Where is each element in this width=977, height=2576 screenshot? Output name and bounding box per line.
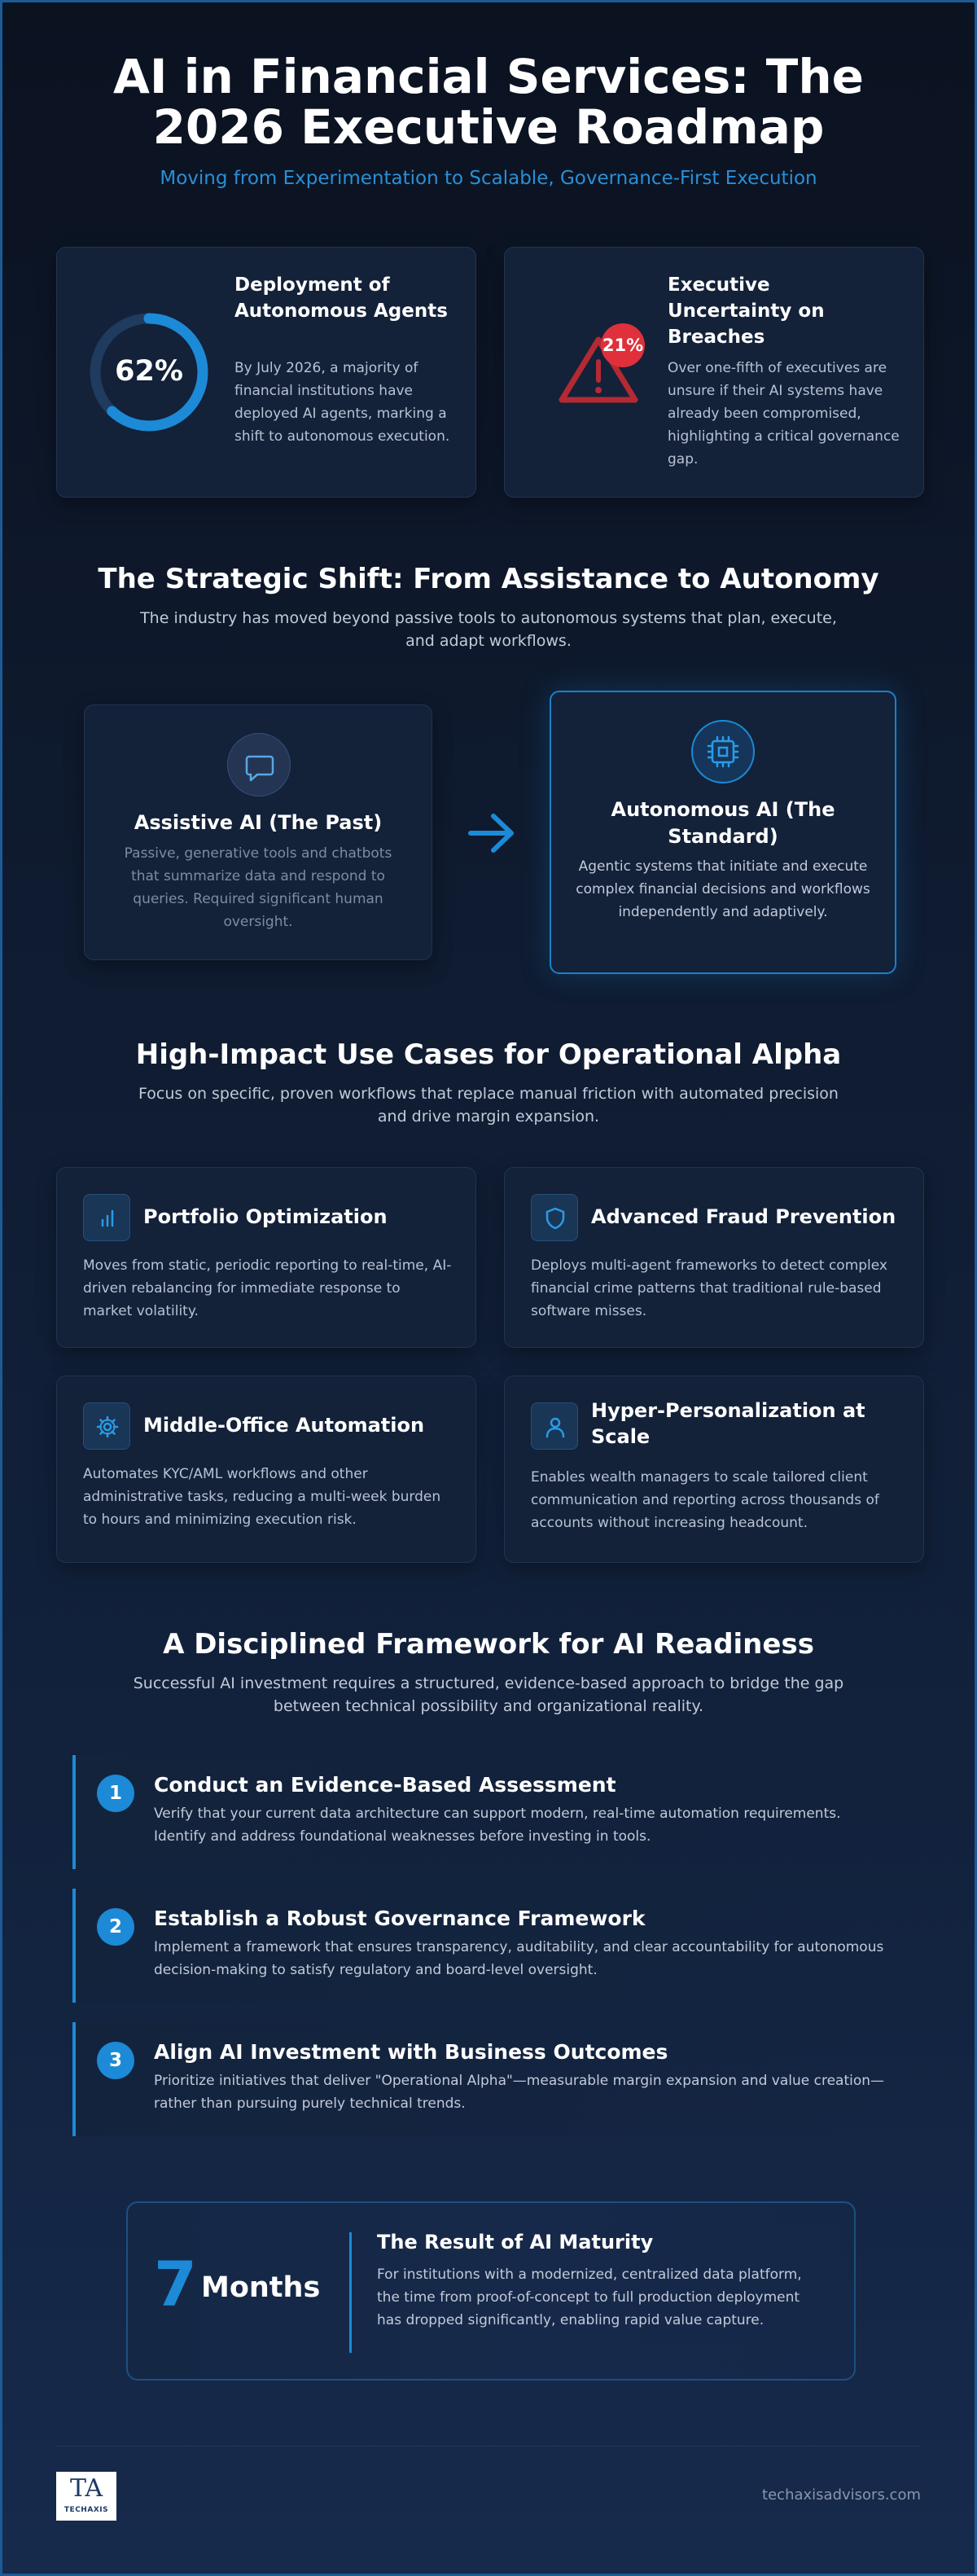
stat-card-deployment: 62% Deployment of Autonomous Agents By J… bbox=[56, 247, 476, 498]
deployment-body: By July 2026, a majority of financial in… bbox=[234, 360, 450, 445]
use-case-title: Hyper-Personalization at Scale bbox=[591, 1399, 865, 1448]
arrow-right-icon bbox=[468, 814, 514, 853]
uncertainty-body: Over one-fifth of executives are unsure … bbox=[668, 360, 900, 467]
step-body: Verify that your current data architectu… bbox=[154, 1806, 841, 1845]
step-number: 3 bbox=[97, 2042, 134, 2079]
bar-chart-icon bbox=[83, 1194, 130, 1241]
footer-divider bbox=[56, 2446, 921, 2447]
use-cases-section-subtitle: Focus on specific, proven workflows that… bbox=[138, 1085, 839, 1126]
logo-text: TECHAXIS bbox=[64, 2506, 109, 2514]
page-title: AI in Financial Services: The 2026 Execu… bbox=[113, 49, 864, 155]
use-case-body: Moves from static, periodic reporting to… bbox=[83, 1257, 452, 1319]
step-number: 2 bbox=[97, 1908, 134, 1946]
step-title: Align AI Investment with Business Outcom… bbox=[154, 2040, 668, 2064]
framework-section-title: A Disciplined Framework for AI Readiness bbox=[163, 1628, 814, 1661]
gear-icon bbox=[83, 1402, 130, 1450]
step-body: Prioritize initiatives that deliver "Ope… bbox=[154, 2073, 885, 2112]
assistive-ai-card: Assistive AI (The Past) Passive, generat… bbox=[84, 704, 432, 960]
use-case-card: Advanced Fraud Prevention Deploys multi-… bbox=[504, 1167, 924, 1348]
use-case-body: Enables wealth managers to scale tailore… bbox=[531, 1469, 879, 1531]
step-title: Conduct an Evidence-Based Assessment bbox=[154, 1773, 616, 1797]
use-case-title: Middle-Office Automation bbox=[143, 1414, 425, 1437]
use-case-body: Deploys multi-agent frameworks to detect… bbox=[531, 1257, 887, 1319]
shield-icon bbox=[531, 1194, 578, 1241]
company-logo[interactable]: TA TECHAXIS bbox=[56, 2472, 116, 2521]
chat-bubble-icon bbox=[227, 733, 291, 796]
use-case-title: Portfolio Optimization bbox=[143, 1205, 388, 1228]
autonomous-ai-card: Autonomous AI (The Standard) Agentic sys… bbox=[550, 691, 896, 974]
framework-step: 1 Conduct an Evidence-Based Assessment V… bbox=[72, 1755, 887, 1869]
page-subtitle: Moving from Experimentation to Scalable,… bbox=[160, 168, 817, 189]
use-case-card: Middle-Office Automation Automates KYC/A… bbox=[56, 1376, 476, 1563]
shift-section-subtitle: The industry has moved beyond passive to… bbox=[140, 609, 837, 650]
shift-section-title: The Strategic Shift: From Assistance to … bbox=[98, 563, 879, 595]
result-number: 7 bbox=[154, 2248, 197, 2320]
use-case-card: Hyper-Personalization at Scale Enables w… bbox=[504, 1376, 924, 1563]
progress-ring: 62% bbox=[88, 311, 210, 433]
step-number: 1 bbox=[97, 1775, 134, 1812]
result-unit: Months bbox=[201, 2271, 321, 2304]
chip-icon bbox=[691, 720, 755, 783]
progress-ring-fill bbox=[90, 313, 208, 432]
result-callout: 7 Months The Result of AI Maturity For i… bbox=[126, 2201, 856, 2381]
stat-card-uncertainty: 21% Executive Uncertainty on Breaches Ov… bbox=[504, 247, 924, 498]
use-cases-section-title: High-Impact Use Cases for Operational Al… bbox=[135, 1038, 842, 1071]
footer-website-link[interactable]: techaxisadvisors.com bbox=[762, 2486, 921, 2504]
user-icon bbox=[531, 1402, 578, 1450]
result-divider bbox=[349, 2232, 352, 2353]
framework-step: 3 Align AI Investment with Business Outc… bbox=[72, 2022, 887, 2136]
use-case-card: Portfolio Optimization Moves from static… bbox=[56, 1167, 476, 1348]
framework-step: 2 Establish a Robust Governance Framewor… bbox=[72, 1889, 887, 2003]
result-title: The Result of AI Maturity bbox=[377, 2231, 654, 2253]
use-case-body: Automates KYC/AML workflows and other ad… bbox=[83, 1466, 441, 1528]
assistive-ai-title: Assistive AI (The Past) bbox=[134, 811, 383, 834]
uncertainty-badge: 21% bbox=[601, 323, 645, 367]
warning-group: 21% bbox=[554, 323, 645, 406]
result-body: For institutions with a modernized, cent… bbox=[377, 2267, 802, 2328]
deployment-value: 62% bbox=[115, 355, 183, 388]
assistive-ai-body: Passive, generative tools and chatbots t… bbox=[124, 845, 392, 930]
logo-mark: TA bbox=[69, 2474, 103, 2503]
deployment-title: Deployment of Autonomous Agents bbox=[234, 274, 448, 322]
autonomous-ai-body: Agentic systems that initiate and execut… bbox=[576, 858, 870, 920]
step-body: Implement a framework that ensures trans… bbox=[154, 1939, 884, 1978]
autonomous-ai-title: Autonomous AI (The Standard) bbox=[611, 798, 835, 848]
use-case-title: Advanced Fraud Prevention bbox=[591, 1205, 896, 1228]
framework-section-subtitle: Successful AI investment requires a stru… bbox=[133, 1674, 844, 1715]
uncertainty-title: Executive Uncertainty on Breaches bbox=[668, 274, 825, 348]
warning-triangle-icon bbox=[559, 336, 638, 403]
step-title: Establish a Robust Governance Framework bbox=[154, 1907, 646, 1930]
